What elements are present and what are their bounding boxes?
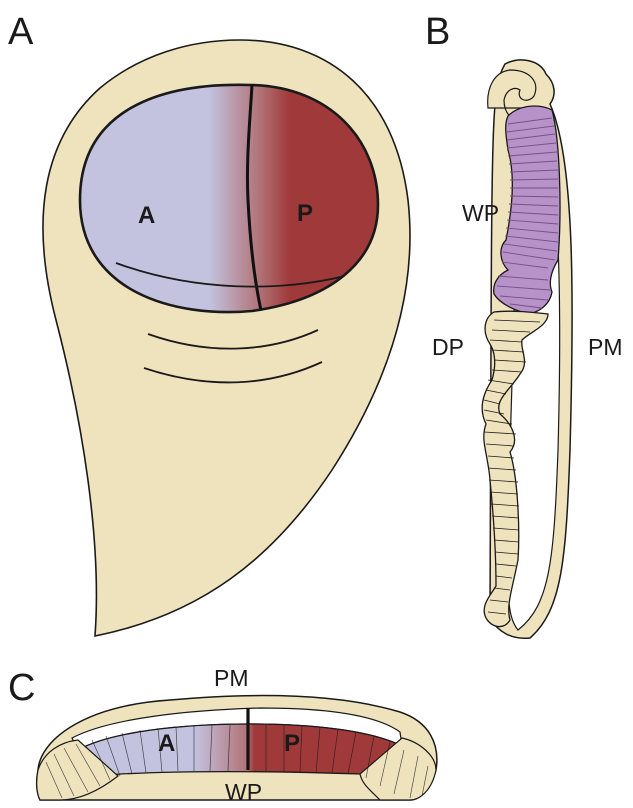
panel-b: B (425, 11, 623, 638)
anterior-label-c: A (158, 730, 175, 757)
posterior-label-a: P (297, 200, 313, 227)
wing-pouch-label-b: WP (462, 200, 499, 226)
panel-c: C PM (8, 665, 437, 805)
posterior-label-c: P (284, 730, 300, 757)
panel-a: A A P (8, 11, 410, 636)
peripodial-label-b: PM (588, 334, 623, 360)
panel-c-letter: C (8, 667, 35, 709)
panel-b-letter: B (425, 11, 450, 53)
panel-a-letter: A (8, 11, 34, 53)
anterior-label-a: A (138, 202, 155, 229)
wing-pouch-label-c: WP (225, 779, 262, 805)
peripodial-label-c: PM (214, 665, 249, 691)
disc-proper-label-b: DP (432, 334, 464, 360)
